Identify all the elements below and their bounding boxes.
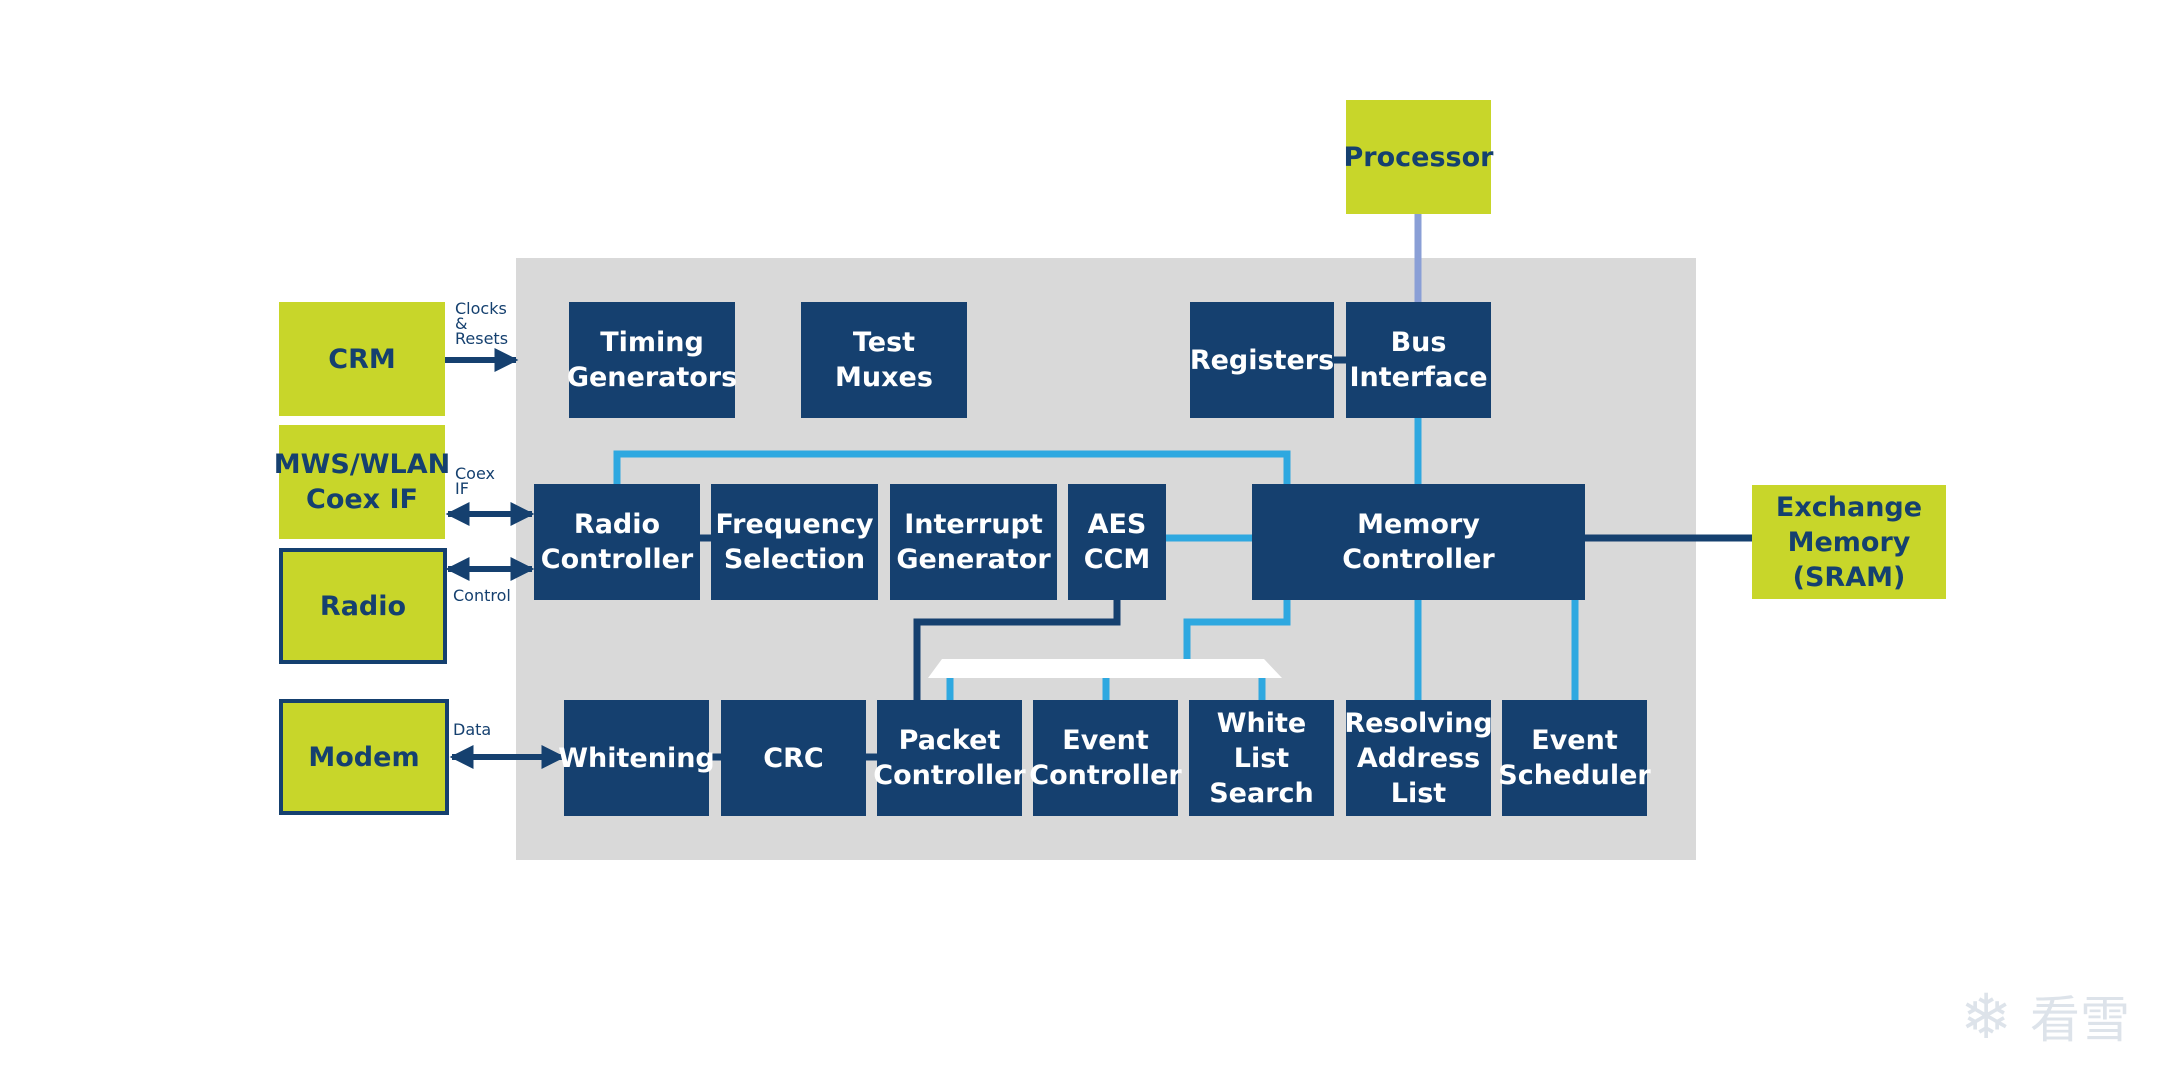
snowflake-icon: ❄ (1960, 980, 2012, 1053)
resolving-address-list-block: Resolving Address List (1344, 700, 1493, 816)
mws-wlan-coex-block: MWS/WLAN Coex IF (274, 425, 450, 539)
event-controller-block: Event Controller (1029, 700, 1182, 816)
aes-ccm-block: AES CCM (1068, 484, 1166, 600)
crc-block: CRC (721, 700, 866, 816)
watermark-text: 看雪 (2030, 991, 2130, 1049)
data-label: Data (453, 720, 492, 739)
bus-interface-block: Bus Interface (1346, 302, 1491, 418)
registers-block: Registers (1190, 302, 1334, 418)
exchange-memory-block: Exchange Memory (SRAM) (1752, 485, 1946, 599)
test-muxes-block: Test Muxes (801, 302, 967, 418)
white-list-search-block: White List Search (1189, 700, 1334, 816)
coex-if-label: Coex IF (455, 464, 495, 498)
radio-controller-block: Radio Controller (534, 484, 700, 600)
whitening-block: Whitening (558, 700, 715, 816)
modem-block: Modem (279, 699, 449, 815)
clocks-resets-label: Clocks & Resets (455, 299, 509, 348)
processor-block: Processor (1344, 100, 1494, 214)
crm-block: CRM (279, 302, 445, 416)
interrupt-generator-block: Interrupt Generator (890, 484, 1057, 600)
aes-to-packet-link (913, 600, 1121, 700)
timing-generators-block: Timing Generators (567, 302, 737, 418)
memory-controller-block: Memory Controller (1252, 484, 1585, 600)
radio-block: Radio (279, 548, 447, 664)
radio-ctrl-to-memory-bus (613, 450, 1291, 484)
sub-bus-shape (928, 659, 1282, 678)
packet-controller-block: Packet Controller (873, 700, 1026, 816)
control-label: Control (453, 586, 511, 605)
event-scheduler-block: Event Scheduler (1498, 700, 1651, 816)
memory-to-sub-bus-link (1183, 600, 1291, 662)
frequency-selection-block: Frequency Selection (711, 484, 878, 600)
